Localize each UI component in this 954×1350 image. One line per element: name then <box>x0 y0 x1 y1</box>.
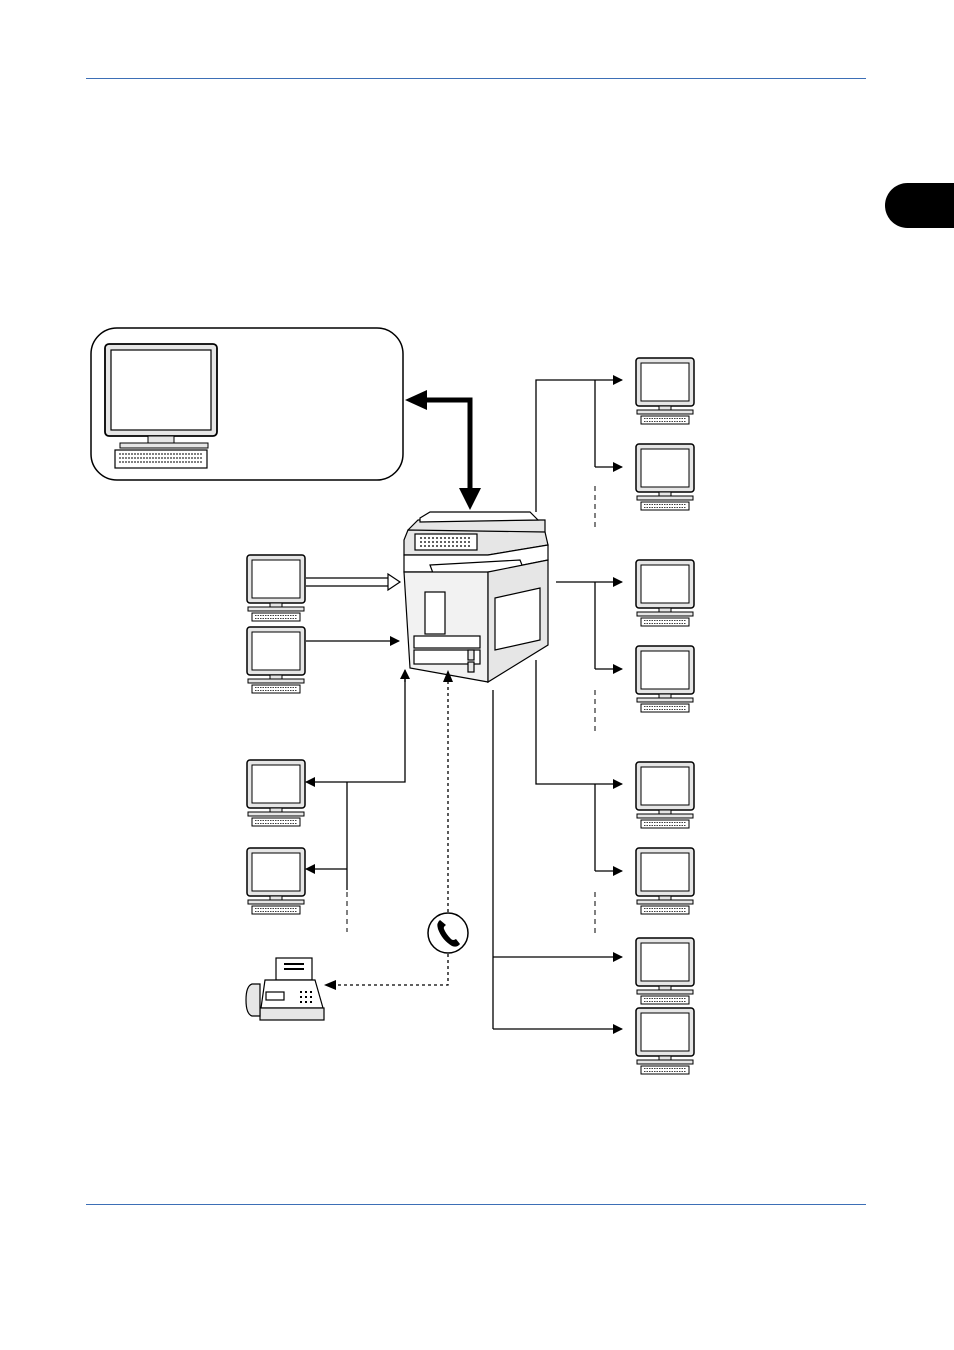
multifunction-printer-icon <box>403 511 549 684</box>
client-computer-icon <box>246 759 306 827</box>
client-computer-icon <box>635 761 695 829</box>
client-computer-icon <box>635 357 695 425</box>
admin-computer-icon <box>104 343 218 469</box>
fax-line-arrowhead <box>324 980 336 990</box>
fax-line-arrowhead <box>443 670 453 682</box>
footer-rule <box>86 1204 866 1205</box>
client-computer-icon <box>635 645 695 713</box>
client-computer-icon <box>635 443 695 511</box>
right-branch-lines <box>492 375 623 1034</box>
header-rule <box>86 78 866 79</box>
client-computer-icon <box>246 626 306 694</box>
fax-machine-icon <box>245 957 325 1021</box>
client-computer-icon <box>635 1007 695 1075</box>
chapter-tab <box>885 183 954 228</box>
client-computer-icon <box>246 847 306 915</box>
telephone-icon <box>427 912 469 954</box>
client-computer-icon <box>635 847 695 915</box>
client-computer-icon <box>635 937 695 1005</box>
admin-link-arrow <box>405 390 481 510</box>
print-input-arrow <box>306 572 402 592</box>
left-branch-lines <box>305 669 410 932</box>
client-computer-icon <box>246 554 306 622</box>
fax-line <box>334 682 449 986</box>
client-computer-icon <box>635 559 695 627</box>
